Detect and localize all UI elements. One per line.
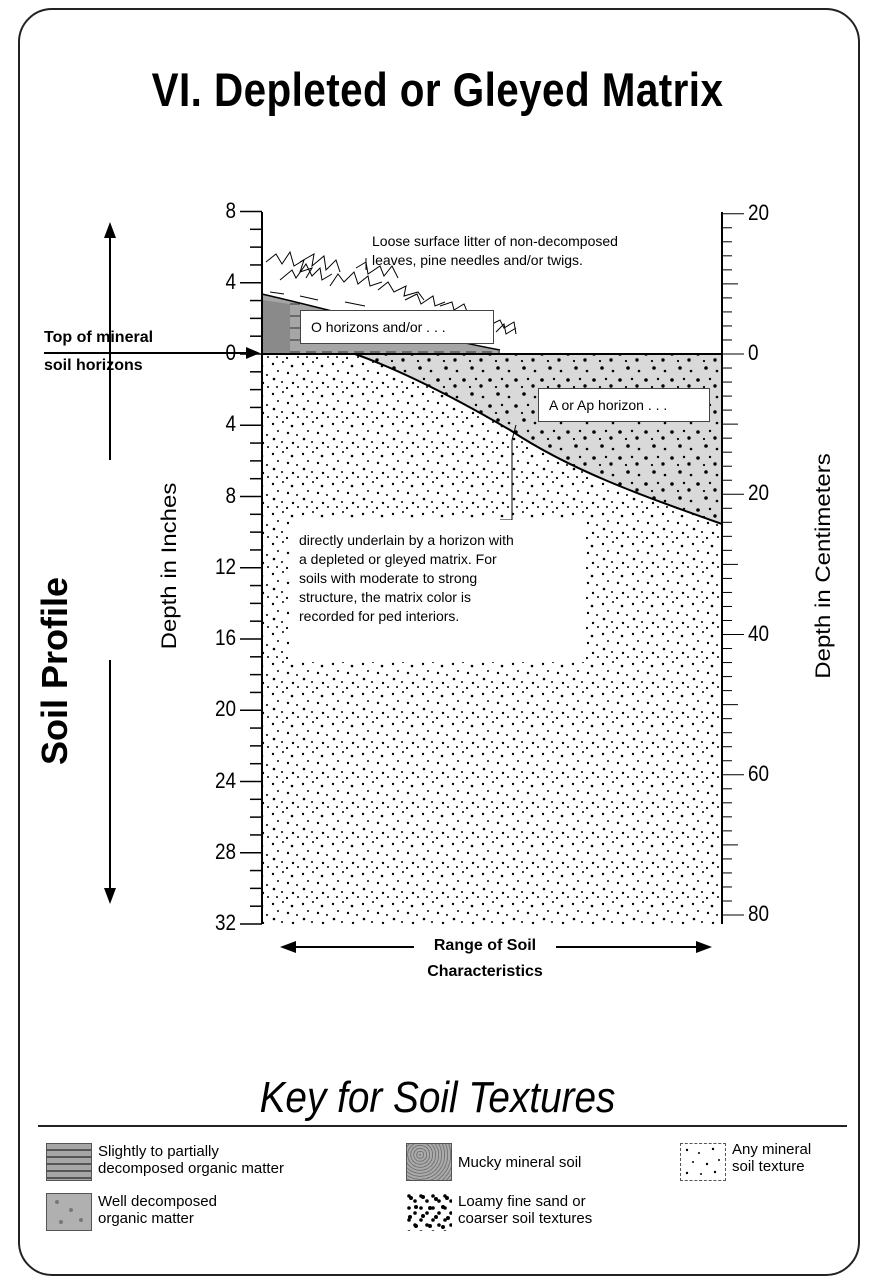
key-well-decomposed: Well decomposed organic matter — [98, 1193, 217, 1227]
left-tick-label: 16 — [214, 625, 236, 650]
key-text-line: Any mineral — [732, 1141, 812, 1158]
key-mucky-mineral: Mucky mineral soil — [458, 1154, 581, 1171]
key-text-line: Mucky mineral soil — [458, 1154, 582, 1171]
o-horizon-callout: O horizons and/or . . . — [300, 310, 494, 344]
range-line1: Range of Soil — [433, 937, 537, 954]
matrix-line5: recorded for ped interiors. — [299, 608, 460, 624]
surface-litter-line1: Loose surface litter of non-decomposed — [372, 233, 618, 249]
right-tick-label: 20 — [748, 480, 770, 506]
key-text-line: organic matter — [98, 1210, 194, 1227]
soil-profile-arrows — [104, 222, 116, 904]
left-tick-label: 0 — [225, 340, 236, 365]
right-tick-label: 20 — [748, 199, 770, 225]
right-tick-label: 80 — [748, 901, 770, 927]
right-tick-label: 60 — [748, 760, 770, 786]
depth-centimeters-label: Depth in Centimeters — [811, 453, 836, 679]
swatch-well-decomposed — [46, 1193, 92, 1231]
left-tick-label: 4 — [225, 268, 236, 294]
depth-inches-label: Depth in Inches — [157, 482, 182, 650]
matrix-line3: soils with moderate to strong — [299, 570, 478, 586]
key-loamy-fine-sand: Loamy fine sand or coarser soil textures — [458, 1193, 592, 1227]
key-text-line: Slightly to partially — [98, 1143, 219, 1160]
key-title: Key for Soil Textures — [259, 1073, 616, 1122]
swatch-loamy-dots — [406, 1193, 452, 1231]
left-tick-label: 8 — [225, 197, 236, 223]
range-of-soil-label: Range of Soil Characteristics — [360, 933, 610, 985]
left-tick-label: 20 — [214, 696, 236, 722]
matrix-line1: directly underlain by a horizon with — [299, 532, 514, 548]
top-of-mineral-arrow — [44, 347, 260, 359]
key-text-line: decomposed organic matter — [98, 1160, 284, 1177]
key-divider — [38, 1125, 847, 1127]
key-text-line: soil texture — [732, 1158, 805, 1175]
key-text-line: Well decomposed — [98, 1193, 217, 1210]
left-tick-label: 32 — [214, 910, 236, 935]
left-tick-label: 12 — [214, 553, 236, 579]
swatch-loamy-fine-sand — [406, 1193, 452, 1231]
key-text-line: coarser soil textures — [458, 1210, 593, 1227]
left-tick-label: 4 — [225, 411, 236, 437]
page-title: VI. Depleted or Gleyed Matrix — [151, 63, 724, 116]
surface-litter-annotation: Loose surface litter of non-decomposed l… — [372, 232, 618, 270]
top-of-mineral-line2: soil horizons — [44, 357, 143, 374]
swatch-mucky-mineral — [406, 1143, 452, 1181]
matrix-line2: a depleted or gleyed matrix. For — [299, 551, 497, 567]
top-of-mineral-line1: Top of mineral — [44, 329, 154, 346]
key-any-mineral: Any mineral soil texture — [732, 1141, 811, 1175]
key-slightly-decomposed: Slightly to partially decomposed organic… — [98, 1143, 284, 1177]
left-tick-label: 24 — [214, 767, 236, 793]
left-tick-label: 28 — [214, 838, 236, 864]
a-horizon-callout: A or Ap horizon . . . — [538, 388, 710, 422]
right-tick-label: 0 — [748, 340, 759, 365]
range-line2: Characteristics — [427, 963, 543, 980]
surface-litter-line2: leaves, pine needles and/or twigs. — [372, 252, 583, 268]
right-tick-label: 40 — [748, 620, 770, 646]
matrix-callout: directly underlain by a horizon with a d… — [290, 520, 586, 662]
matrix-line4: structure, the matrix color is — [299, 589, 471, 605]
left-tick-label: 8 — [225, 482, 236, 508]
soil-diagram — [240, 210, 744, 953]
swatch-well-decomposed-dots — [55, 1200, 83, 1224]
swatch-any-mineral — [680, 1143, 726, 1181]
swatch-slightly-decomposed — [46, 1143, 92, 1181]
card-border — [18, 8, 860, 1276]
key-text-line: Loamy fine sand or — [458, 1193, 586, 1210]
swatch-any-mineral-dots — [685, 1147, 720, 1175]
